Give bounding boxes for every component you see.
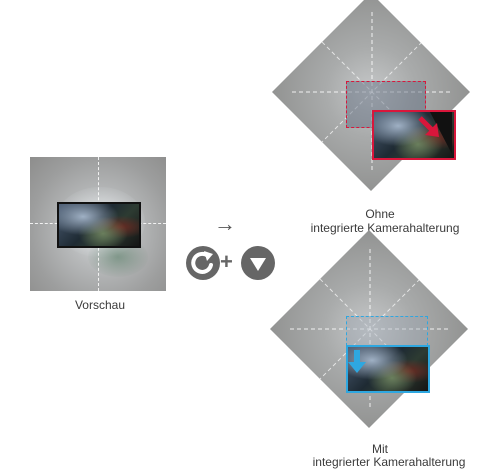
preview-camera-frame xyxy=(57,202,141,248)
plus-sign: + xyxy=(220,249,233,274)
tilt-down-icon xyxy=(241,246,275,280)
arrow-down-right-icon xyxy=(417,115,443,146)
with-mount-subtitle: integrierter Kamerahalterung xyxy=(312,455,466,469)
preview-image xyxy=(30,157,166,291)
shifted-frame-with-mount xyxy=(346,345,430,393)
original-frame-position-with-mount xyxy=(346,316,428,346)
transform-arrow: → xyxy=(214,211,236,236)
with-mount-title: Mit xyxy=(372,442,388,456)
without-mount-subtitle: integrierte Kamerahalterung xyxy=(310,221,460,235)
arrow-down-icon xyxy=(348,350,366,379)
preview-label: Vorschau xyxy=(74,298,126,312)
cropped-corner xyxy=(430,112,452,154)
rotate-icon xyxy=(186,246,220,280)
without-mount-title: Ohne xyxy=(365,207,395,221)
